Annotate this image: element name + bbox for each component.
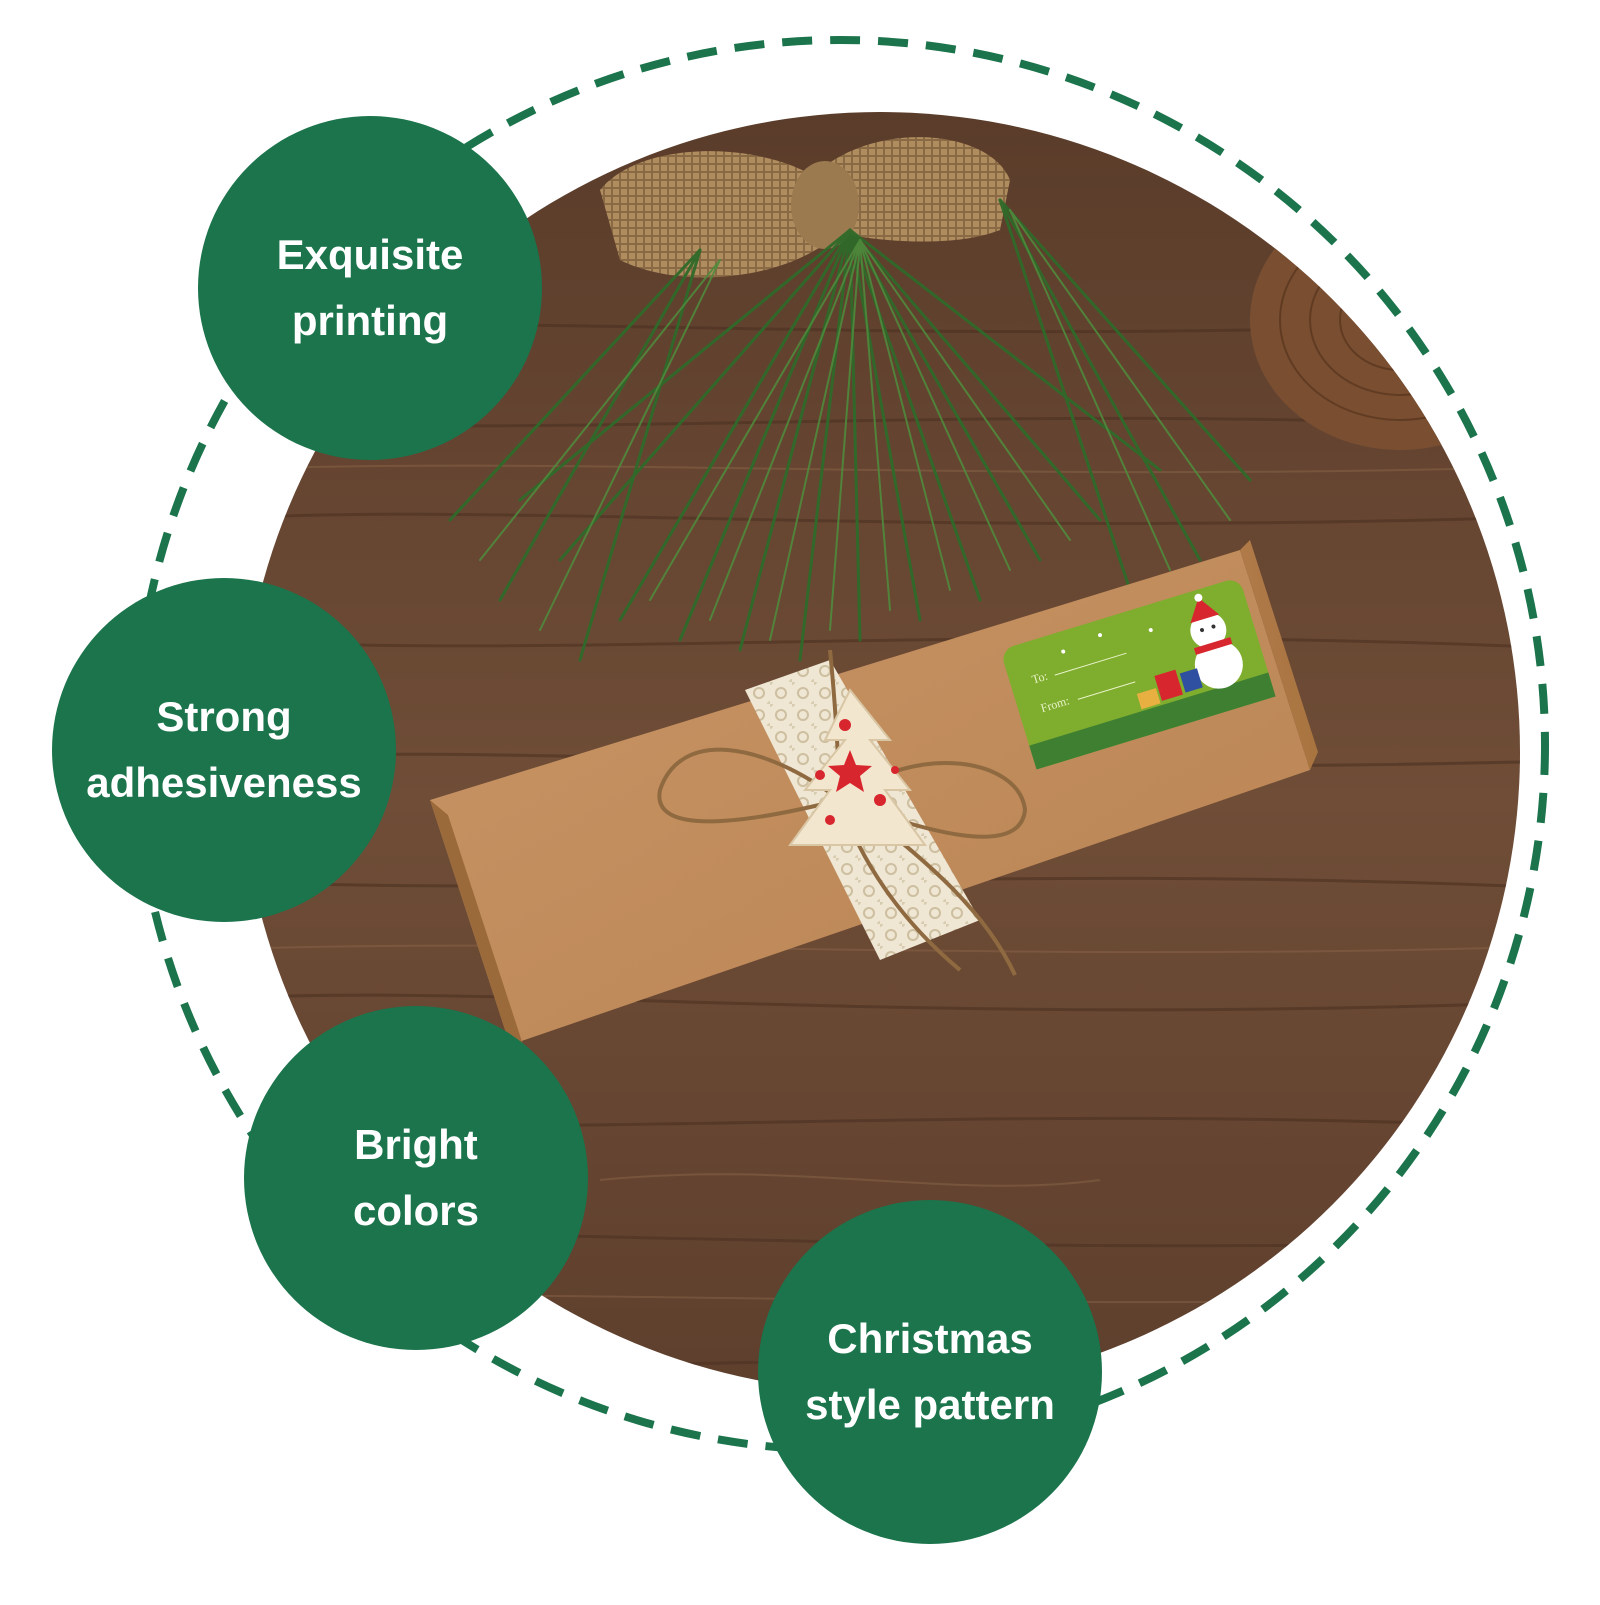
snowman-icon	[1194, 640, 1243, 689]
christmas-sticker: To: From:	[1003, 580, 1276, 770]
burlap-bow	[600, 137, 1010, 278]
wooden-tree-tag	[788, 688, 927, 846]
feature-bubble-strong-adhesiveness: Strong adhesiveness	[52, 578, 396, 922]
sticker-to-label: To:	[1030, 669, 1049, 687]
feature-label-line2: adhesiveness	[86, 759, 362, 806]
feature-label: Strong adhesiveness	[86, 684, 362, 816]
feature-label: Bright colors	[353, 1112, 479, 1244]
feature-label-line1: Strong	[156, 693, 292, 740]
feature-label-line1: Bright	[354, 1121, 478, 1168]
feature-bubble-exquisite-printing: Exquisite printing	[198, 116, 542, 460]
feature-label-line2: printing	[291, 297, 449, 344]
feature-label-line2: style pattern	[805, 1381, 1055, 1428]
twine-ball	[1250, 190, 1520, 450]
feature-label-line1: Christmas	[827, 1315, 1033, 1362]
feature-bubble-bright-colors: Bright colors	[244, 1006, 588, 1350]
feature-label: Exquisite printing	[277, 222, 464, 354]
feature-label-line2: colors	[352, 1187, 480, 1234]
pine-branches	[448, 198, 1252, 662]
feature-bubble-christmas-style-pattern: Christmas style pattern	[758, 1200, 1102, 1544]
feature-label: Christmas style pattern	[805, 1306, 1055, 1438]
feature-label-line1: Exquisite	[276, 231, 464, 278]
gift-box: To: From:	[430, 540, 1318, 1060]
